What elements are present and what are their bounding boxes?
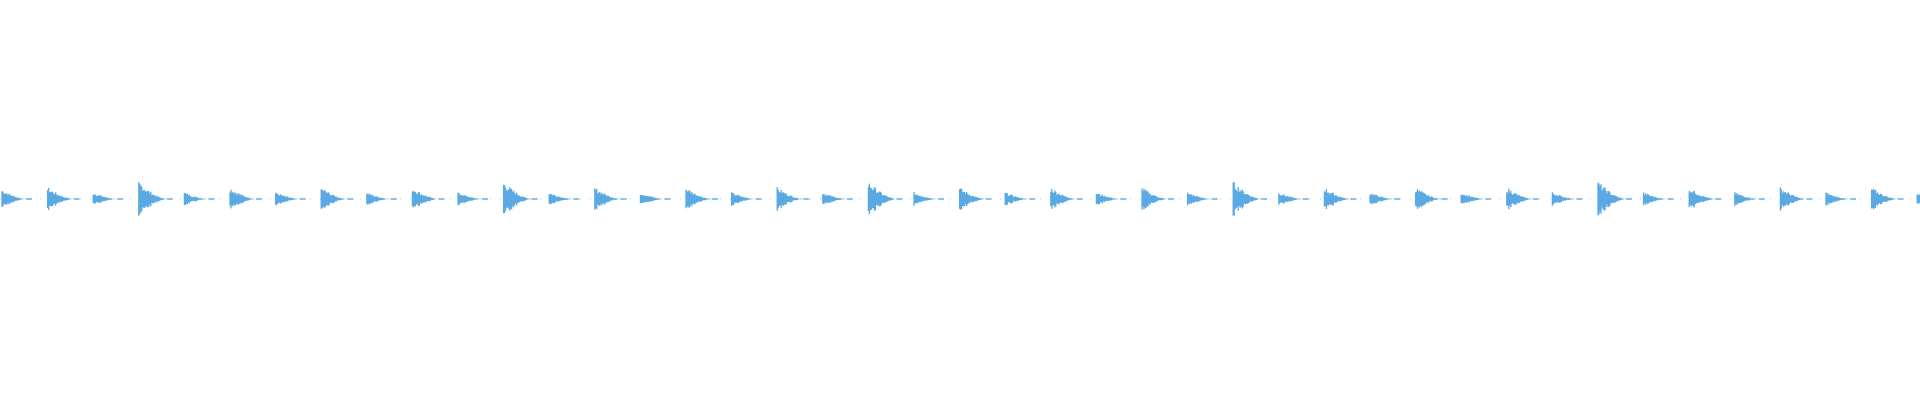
waveform-beat xyxy=(274,192,299,206)
waveform-beats xyxy=(1,182,1920,216)
waveform-beat xyxy=(1597,182,1626,216)
waveform-beat xyxy=(183,192,208,206)
waveform-beat xyxy=(46,188,74,210)
waveform-beat xyxy=(411,190,438,208)
waveform-beat xyxy=(594,188,620,210)
waveform-beat xyxy=(1460,194,1484,204)
waveform-beat xyxy=(1870,188,1897,210)
waveform-beat xyxy=(1,191,26,207)
waveform-beat xyxy=(822,194,846,204)
waveform-beat xyxy=(1642,192,1667,206)
waveform-beat xyxy=(1004,192,1028,206)
waveform-beat xyxy=(229,189,255,209)
waveform-beat xyxy=(1369,193,1393,205)
waveform-beat xyxy=(639,194,664,204)
waveform-beat xyxy=(958,188,985,210)
waveform-beat xyxy=(867,183,896,215)
waveform-beat xyxy=(548,193,572,205)
waveform-beat xyxy=(138,182,166,216)
waveform-beat xyxy=(1734,192,1758,206)
waveform-beat xyxy=(1141,188,1168,210)
waveform-beat xyxy=(1551,192,1576,206)
waveform-beat xyxy=(685,189,712,209)
waveform-beat xyxy=(1779,187,1806,211)
waveform-beat xyxy=(1095,193,1120,205)
waveform-beat xyxy=(1825,192,1849,206)
waveform-beat xyxy=(1232,182,1261,216)
waveform-beat xyxy=(1916,193,1920,205)
waveform-beat xyxy=(457,192,481,206)
waveform-beat xyxy=(502,184,532,214)
waveform-beat xyxy=(1506,188,1533,210)
waveform-beat xyxy=(92,194,116,204)
waveform-beat xyxy=(913,192,937,206)
waveform-beat xyxy=(776,187,803,211)
waveform-beat xyxy=(1688,190,1715,208)
waveform-beat xyxy=(1414,189,1441,209)
waveform-beat xyxy=(320,189,346,209)
waveform-beat xyxy=(366,193,390,205)
waveform-beat xyxy=(1323,189,1350,209)
waveform-beat xyxy=(1050,189,1076,209)
waveform-beat xyxy=(1186,192,1211,206)
waveform-beat xyxy=(730,192,755,206)
waveform-beat xyxy=(1278,193,1302,205)
